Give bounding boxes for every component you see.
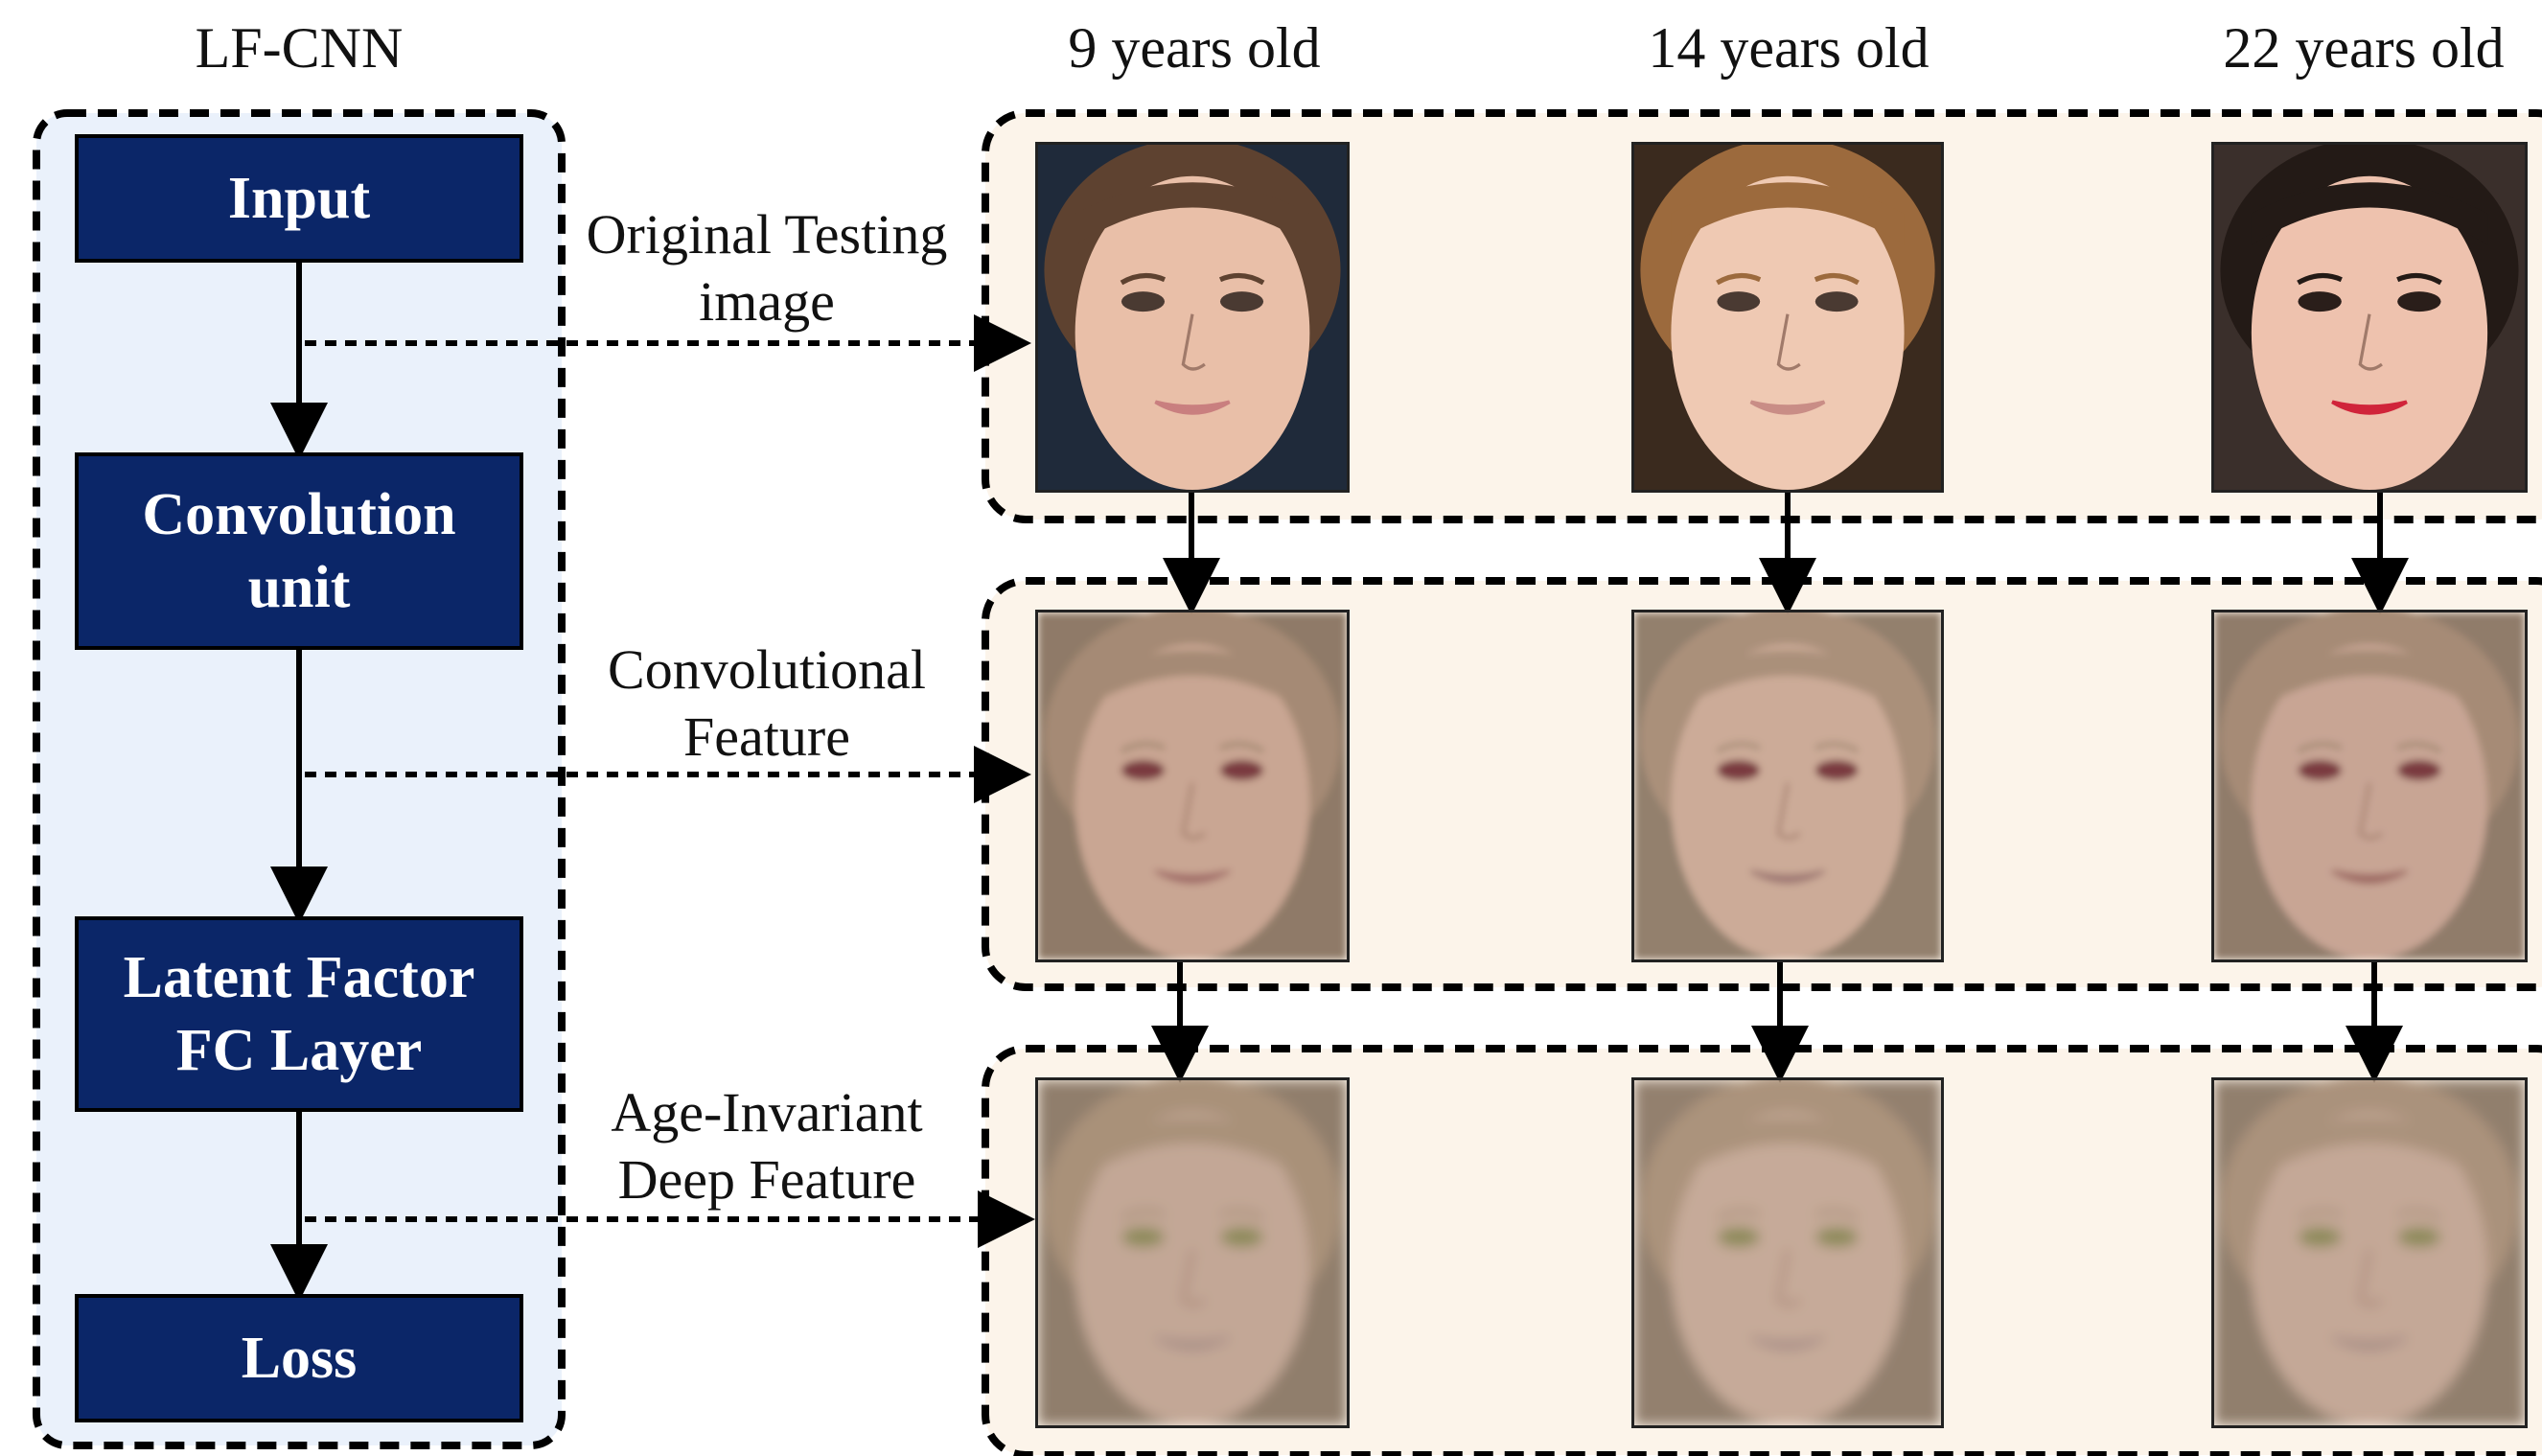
face-image <box>1634 145 1941 490</box>
row-label-age-invariant-line2: Deep Feature <box>556 1146 978 1213</box>
face-left-eye <box>1717 760 1760 780</box>
face-left-eye <box>2298 1227 2341 1247</box>
face-original-22yr <box>2211 142 2528 493</box>
face-left-eye <box>2298 291 2341 312</box>
row-label-original-line1: Original Testing <box>556 201 978 268</box>
face-original-9yr <box>1035 142 1350 493</box>
face-right-eye <box>1220 291 1263 312</box>
face-original-14yr <box>1631 142 1944 493</box>
face-right-eye <box>1815 760 1859 780</box>
face-image <box>1038 612 1347 959</box>
face-image <box>1038 1080 1347 1425</box>
loss-block-label: Loss <box>242 1322 358 1395</box>
latent-factor-label-line2: FC Layer <box>124 1014 475 1087</box>
latent-factor-label-line1: Latent Factor <box>124 941 475 1014</box>
face-convolutional-9yr <box>1035 610 1350 962</box>
face-right-eye <box>1815 1227 1859 1247</box>
face-right-eye <box>2397 1227 2440 1247</box>
face-right-eye <box>1220 1227 1263 1247</box>
convolution-unit-label-line2: unit <box>142 551 455 624</box>
face-image <box>2214 612 2525 959</box>
convolution-unit-label-line1: Convolution <box>142 478 455 551</box>
face-age-invariant-22yr <box>2211 1077 2528 1428</box>
face-right-eye <box>1815 291 1859 312</box>
face-left-eye <box>1121 760 1165 780</box>
age-column-header-22: 22 years old <box>2185 19 2542 77</box>
row-label-original: Original Testing image <box>556 201 978 335</box>
row-label-convolutional: Convolutional Feature <box>556 636 978 771</box>
face-image <box>2214 145 2525 490</box>
face-image <box>1634 1080 1941 1425</box>
face-image <box>1634 612 1941 959</box>
face-age-invariant-14yr <box>1631 1077 1944 1428</box>
face-left-eye <box>2298 760 2341 780</box>
row-label-convolutional-line1: Convolutional <box>556 636 978 704</box>
face-left-eye <box>1121 1227 1165 1247</box>
face-convolutional-22yr <box>2211 610 2528 962</box>
face-right-eye <box>2397 760 2440 780</box>
row-label-age-invariant-line1: Age-Invariant <box>556 1079 978 1146</box>
face-age-invariant-9yr <box>1035 1077 1350 1428</box>
face-left-eye <box>1717 291 1760 312</box>
face-image <box>2214 1080 2525 1425</box>
row-label-original-line2: image <box>556 268 978 335</box>
face-image <box>1038 145 1347 490</box>
face-left-eye <box>1121 291 1165 312</box>
lf-cnn-title: LF-CNN <box>146 19 452 77</box>
row-label-age-invariant: Age-Invariant Deep Feature <box>556 1079 978 1213</box>
row-label-convolutional-line2: Feature <box>556 704 978 771</box>
convolution-unit-block: Convolution unit <box>75 452 523 650</box>
face-convolutional-14yr <box>1631 610 1944 962</box>
latent-factor-fc-layer-block: Latent Factor FC Layer <box>75 916 523 1112</box>
input-block: Input <box>75 134 523 263</box>
input-block-label: Input <box>228 162 370 235</box>
face-right-eye <box>2397 291 2440 312</box>
face-left-eye <box>1717 1227 1760 1247</box>
loss-block: Loss <box>75 1294 523 1422</box>
face-right-eye <box>1220 760 1263 780</box>
age-column-header-14: 14 years old <box>1597 19 1980 77</box>
age-column-header-9: 9 years old <box>1003 19 1386 77</box>
